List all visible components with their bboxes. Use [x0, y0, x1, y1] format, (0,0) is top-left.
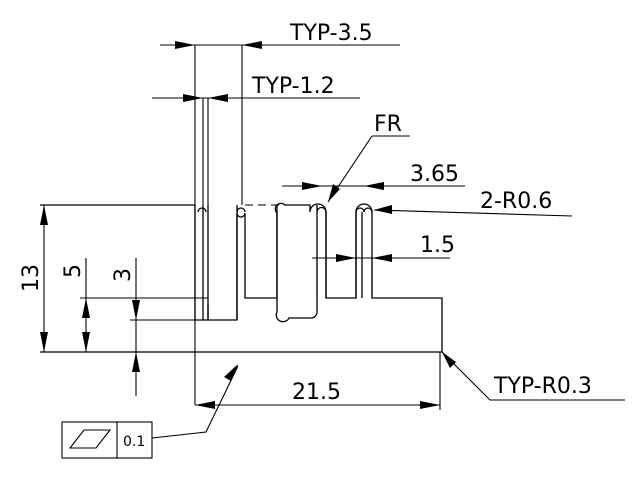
- arrow: [374, 205, 392, 214]
- arrow: [302, 182, 322, 190]
- label-radius-two: 2-R0.6: [480, 189, 552, 214]
- label-gap: 3.65: [410, 162, 459, 187]
- label-height-total: 13: [19, 264, 44, 292]
- arrow: [132, 352, 140, 372]
- heatsink-profile: [40, 202, 443, 353]
- flatness-icon: [68, 429, 112, 449]
- label-typ-slot: TYP-1.2: [251, 74, 335, 99]
- label-height-slot: 3: [111, 268, 136, 282]
- arrow: [328, 184, 340, 202]
- arrow: [364, 182, 384, 190]
- fin-top-3: [316, 206, 373, 213]
- arrow: [40, 332, 48, 352]
- label-fr: FR: [374, 112, 402, 137]
- leader-tolerance: [151, 365, 239, 439]
- leader-corner-radius: [441, 351, 625, 401]
- arrow: [40, 205, 48, 225]
- arrow: [242, 41, 262, 49]
- arrow: [82, 298, 90, 318]
- slot-2: [325, 212, 363, 298]
- tolerance-value: 0.1: [123, 434, 145, 450]
- fin-left: [202, 205, 238, 320]
- slot-1: [207, 205, 318, 323]
- arrow: [420, 401, 440, 409]
- arrow: [195, 401, 215, 409]
- extension-lines: [40, 45, 441, 410]
- arrow: [132, 300, 140, 320]
- arrow: [224, 364, 238, 381]
- label-typ-pitch: TYP-3.5: [289, 21, 373, 46]
- arrow: [442, 352, 456, 368]
- arrow: [183, 94, 203, 102]
- tolerance-frame: 0.1: [61, 421, 153, 459]
- label-corner-radius: TYP-R0.3: [493, 374, 592, 399]
- fin-top-1: [197, 207, 207, 213]
- label-width-total: 21.5: [292, 380, 341, 405]
- arrow: [336, 254, 356, 262]
- arrow: [82, 332, 90, 352]
- label-height-base: 5: [61, 264, 86, 278]
- arrow: [372, 254, 392, 262]
- label-fin-width: 1.5: [420, 233, 455, 258]
- leader-fr: [327, 135, 410, 203]
- arrow: [175, 41, 195, 49]
- fin-top-2: [236, 207, 246, 213]
- arrow: [208, 94, 228, 102]
- leader-radius-two: [373, 209, 573, 217]
